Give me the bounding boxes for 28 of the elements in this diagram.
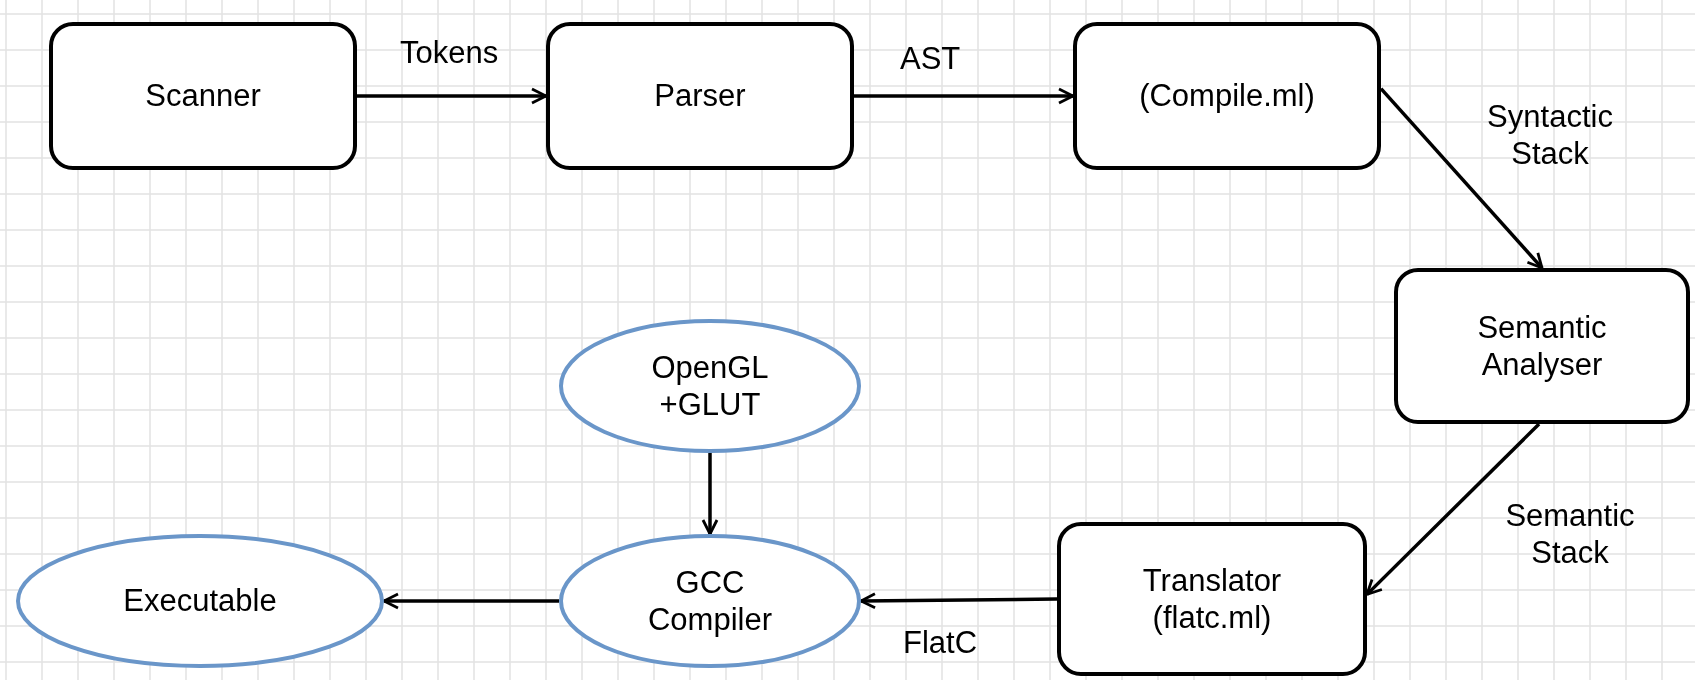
ellipse-node [559,319,861,453]
process-box [546,22,854,170]
arrow [859,592,1057,610]
edge-label: Semantic Stack [1504,497,1636,572]
ellipse-node [16,534,384,668]
edge-label: AST [900,40,961,78]
node-label: (Compile.ml) [1139,77,1315,115]
node-label: Executable [123,582,277,620]
edge-label: Syntactic Stack [1486,98,1614,173]
edge-label: FlatC [903,624,978,662]
edge-label: Tokens [400,34,499,72]
node-label: Semantic Analyser [1476,308,1608,384]
process-box [1057,522,1367,676]
node-label: OpenGL +GLUT [650,348,770,424]
process-box [1394,268,1690,424]
arrow [357,87,548,105]
arrow [382,592,559,610]
ellipse-node [559,534,861,668]
arrow [1379,87,1544,270]
arrow [1365,422,1541,596]
arrow [854,87,1075,105]
process-box [1073,22,1381,170]
process-box [49,22,357,170]
arrow [701,453,719,536]
node-label: Translator (flatc.ml) [1141,561,1283,637]
node-label: Parser [654,77,746,115]
node-label: GCC Compiler [647,563,773,639]
node-label: Scanner [145,77,261,115]
